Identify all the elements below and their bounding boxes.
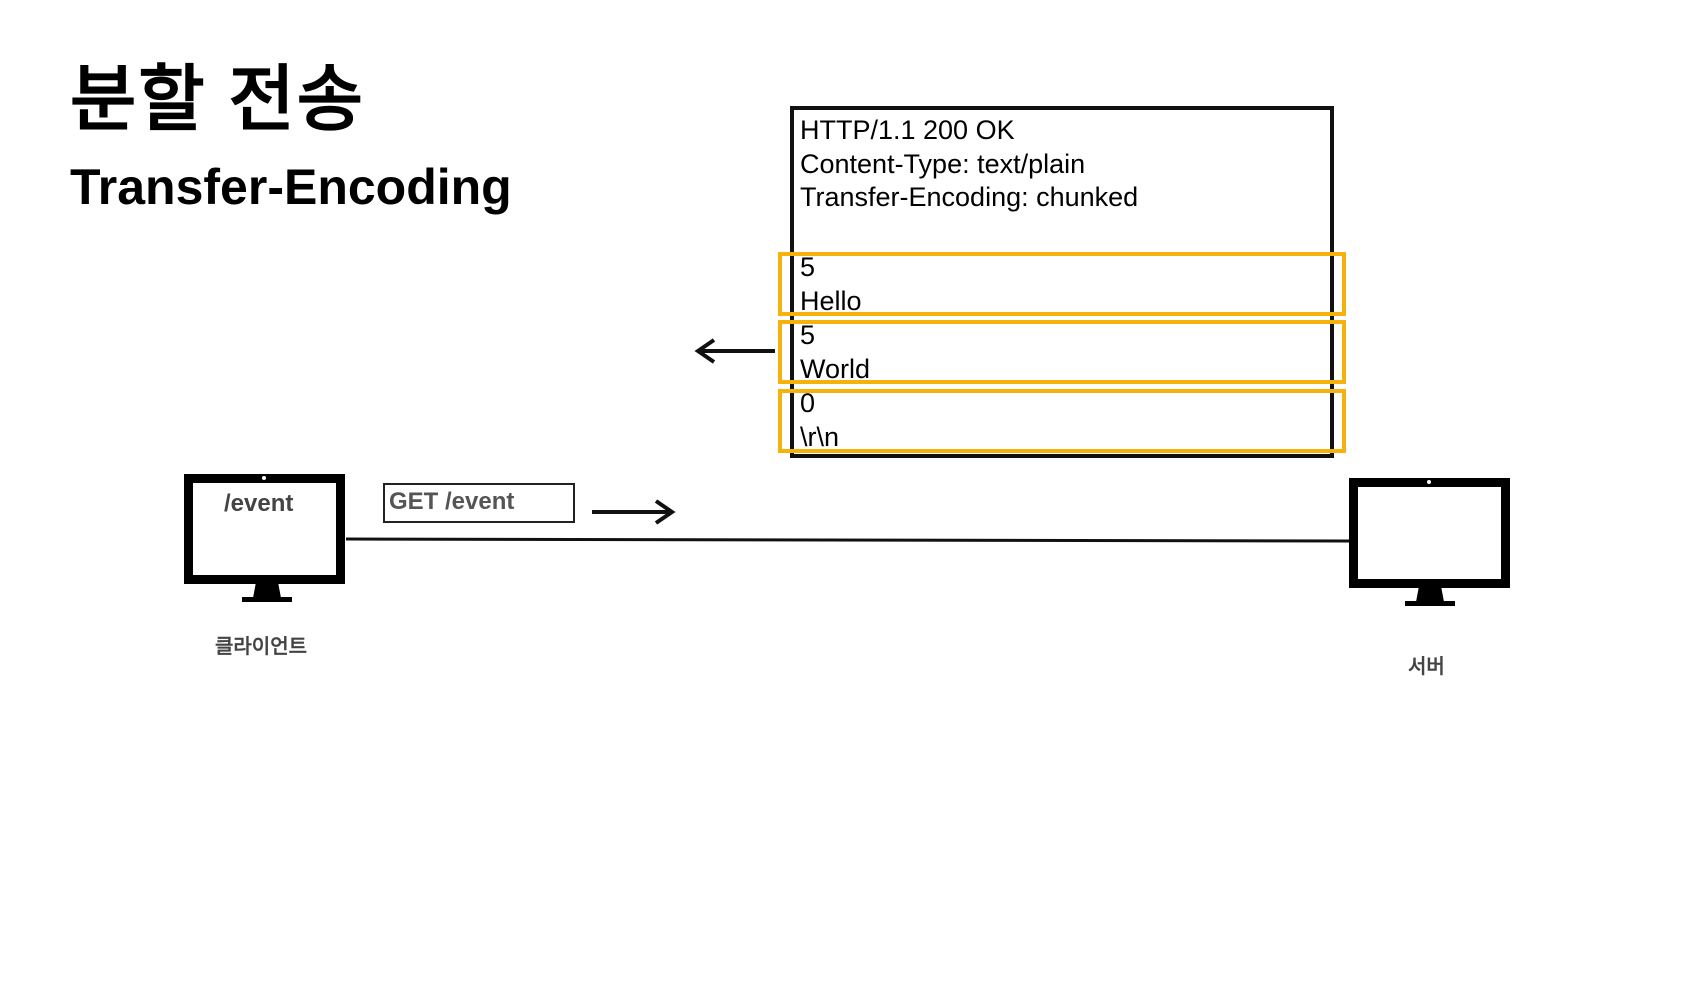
request-box <box>383 483 575 523</box>
server-monitor-stand <box>1405 586 1455 606</box>
status-line: HTTP/1.1 200 OK <box>800 115 1015 145</box>
request-label: GET /event <box>389 488 515 515</box>
chunk-highlight-2 <box>778 320 1346 384</box>
client-monitor-camera <box>262 476 266 480</box>
chunk-1-size: 5 <box>800 252 816 282</box>
chunk-highlight-3 <box>778 389 1346 453</box>
server-monitor-screen <box>1349 478 1510 588</box>
header-content-type: Content-Type: text/plain <box>800 149 1086 179</box>
header-transfer-encoding: Transfer-Encoding: chunked <box>800 182 1139 212</box>
chunk-3-data: \r\n <box>800 422 840 452</box>
response-arrow-icon <box>694 338 775 364</box>
client-label: 클라이언트 <box>215 636 307 658</box>
http-response-box <box>790 106 1334 458</box>
page-subtitle: Transfer-Encoding <box>70 159 512 215</box>
chunk-1-data: Hello <box>800 286 862 316</box>
chunk-2-data: World <box>800 354 871 384</box>
server-monitor-camera <box>1427 480 1431 484</box>
server-label: 서버 <box>1408 656 1445 678</box>
request-arrow-icon <box>592 499 676 525</box>
client-monitor-stand <box>242 582 292 602</box>
chunk-2-size: 5 <box>800 320 816 350</box>
client-screen-text: /event <box>224 490 294 517</box>
chunk-highlight-1 <box>778 252 1346 316</box>
client-server-line <box>345 537 1351 543</box>
page-title: 분할 전송 <box>70 60 365 140</box>
chunk-3-size: 0 <box>800 388 816 418</box>
